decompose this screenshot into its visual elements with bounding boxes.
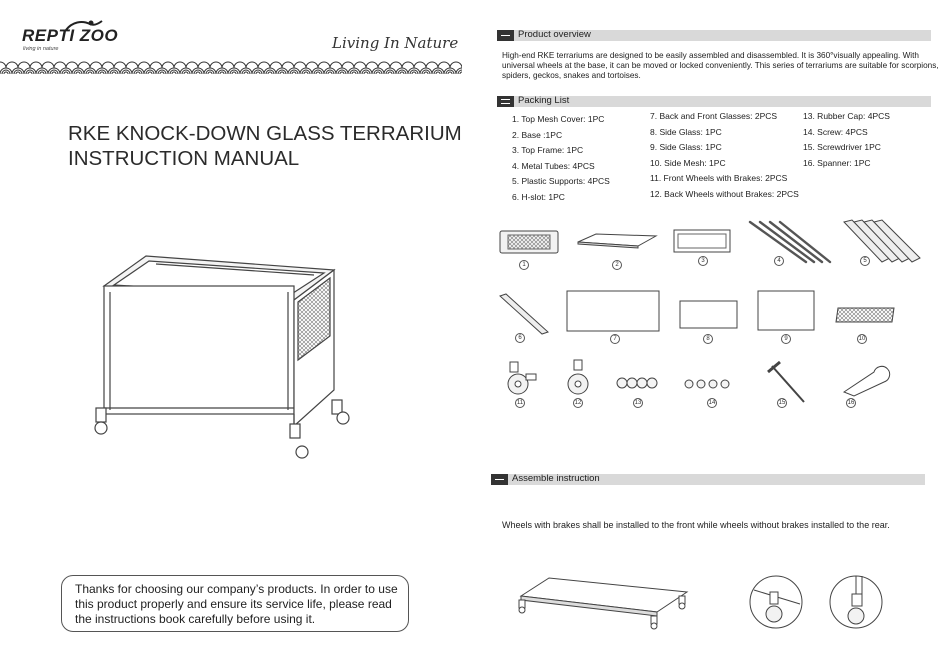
- part-plastic-supports: [843, 219, 921, 263]
- section-header-assemble-instruction: Assemble instruction: [491, 473, 925, 485]
- part-number: 12: [573, 398, 583, 408]
- section-title: Assemble instruction: [512, 473, 600, 484]
- packing-item: 16. Spanner: 1PC: [803, 157, 871, 168]
- section-title: Packing List: [518, 95, 570, 106]
- part-number: 7: [610, 334, 620, 344]
- part-number: 8: [703, 334, 713, 344]
- part-metal-tubes: [748, 220, 832, 264]
- part-number: 10: [857, 334, 867, 344]
- packing-item: 10. Side Mesh: 1PC: [650, 157, 726, 168]
- part-number: 15: [777, 398, 787, 408]
- part-top-frame: [673, 229, 731, 253]
- packing-item: 9. Side Glass: 1PC: [650, 142, 722, 153]
- brand-name: REPTI ZOO: [22, 26, 119, 45]
- assemble-instruction-text: Wheels with brakes shall be installed to…: [502, 520, 890, 530]
- section-title: Product overview: [518, 29, 591, 40]
- part-number: 14: [707, 398, 717, 408]
- part-number: 13: [633, 398, 643, 408]
- packing-item: 15. Screwdriver 1PC: [803, 142, 881, 153]
- packing-list-col-3: 13. Rubber Cap: 4PCS 14. Screw: 4PCS 15.…: [803, 109, 890, 171]
- decorative-wave-band: [0, 61, 462, 74]
- part-side-mesh: [835, 307, 895, 323]
- brand-tagline-small: living in nature: [23, 46, 59, 52]
- packing-item: 11. Front Wheels with Brakes: 2PCS: [650, 173, 788, 184]
- packing-item: 5. Plastic Supports: 4PCS: [512, 176, 610, 187]
- packing-item: 8. Side Glass: 1PC: [650, 126, 722, 137]
- packing-item: 4. Metal Tubes: 4PCS: [512, 160, 595, 171]
- part-number: 11: [515, 398, 525, 408]
- part-spanner: [842, 365, 891, 397]
- assembly-base-illustration: [518, 577, 689, 630]
- section-marker-icon: [491, 474, 508, 485]
- packing-item: 1. Top Mesh Cover: 1PC: [512, 114, 605, 124]
- header-tagline: Living In Nature: [332, 34, 459, 52]
- part-screws: [684, 379, 730, 389]
- part-number: 2: [612, 260, 622, 270]
- part-screwdriver: [767, 360, 805, 403]
- terrarium-illustration: [94, 255, 350, 459]
- packing-item: 2. Base :1PC: [512, 129, 563, 140]
- part-h-slot: [499, 293, 549, 335]
- part-back-wheel: [567, 359, 589, 395]
- assembly-wheel-detail-2: [829, 575, 883, 629]
- packing-item: 13. Rubber Cap: 4PCS: [803, 111, 890, 121]
- packing-item: 14. Screw: 4PCS: [803, 126, 868, 137]
- manual-title: RKE KNOCK-DOWN GLASS TERRARIUM INSTRUCTI…: [68, 121, 468, 171]
- part-side-glass-9: [757, 290, 815, 331]
- part-number: 3: [698, 256, 708, 266]
- part-number: 1: [519, 260, 529, 270]
- section-header-product-overview: Product overview: [497, 29, 931, 41]
- title-line-1: RKE KNOCK-DOWN GLASS TERRARIUM: [68, 122, 462, 145]
- part-back-front-glass: [566, 290, 660, 332]
- part-number: 4: [774, 256, 784, 266]
- packing-item: 6. H-slot: 1PC: [512, 191, 565, 202]
- part-number: 5: [860, 256, 870, 266]
- packing-list-col-1: 1. Top Mesh Cover: 1PC 2. Base :1PC 3. T…: [512, 112, 610, 206]
- packing-item: 12. Back Wheels without Brakes: 2PCS: [650, 188, 799, 199]
- part-base: [577, 233, 658, 249]
- part-number: 6: [515, 333, 525, 343]
- part-number: 9: [781, 334, 791, 344]
- thanks-notice: Thanks for choosing our company’s produc…: [61, 575, 409, 632]
- brand-logo: REPTI ZOO living in nature: [20, 18, 140, 54]
- packing-item: 7. Back and Front Glasses: 2PCS: [650, 111, 778, 121]
- packing-list-col-2: 7. Back and Front Glasses: 2PCS 8. Side …: [650, 109, 799, 203]
- part-front-wheel-brake: [507, 361, 537, 395]
- part-number: 16: [846, 398, 856, 408]
- part-rubber-caps: [616, 377, 658, 389]
- assembly-wheel-detail-1: [749, 575, 803, 629]
- section-header-packing-list: Packing List: [497, 95, 931, 107]
- part-top-mesh-cover: [499, 230, 559, 254]
- title-line-2: INSTRUCTION MANUAL: [68, 147, 300, 170]
- overview-text: High-end RKE terrariums are designed to …: [502, 51, 939, 80]
- packing-item: 3. Top Frame: 1PC: [512, 145, 584, 156]
- gecko-logo-icon: [65, 20, 103, 31]
- section-marker-icon: [497, 30, 514, 41]
- part-side-glass-8: [679, 300, 738, 329]
- section-marker-icon: [497, 96, 514, 107]
